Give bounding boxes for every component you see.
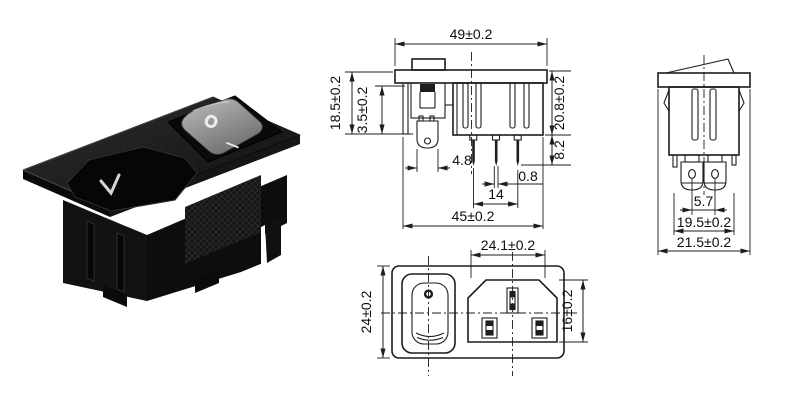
snap-clip <box>663 89 670 113</box>
faston-tab <box>416 120 439 149</box>
front-view-drawing: 24.1±0.2 24±0.2 16±0.2 <box>358 237 588 376</box>
dim-body-width: 45±0.2 <box>452 208 495 224</box>
end-view-drawing: 5.7 19.5±0.2 21.5±0.2 <box>657 55 751 255</box>
dim-pin-thickness: 0.8 <box>518 168 538 184</box>
switch-body-texture <box>185 175 261 264</box>
gap <box>261 225 265 269</box>
body-groove <box>116 232 125 293</box>
dim-inlet-height: 16±0.2 <box>559 289 575 332</box>
side-view-dimensions: 49±0.2 18.5±0.2 3.5±0.2 20.8±0.2 8.2 4.8… <box>327 26 571 229</box>
dim-flange-depth: 21.5±0.2 <box>677 234 732 250</box>
side-view-outline <box>394 52 548 174</box>
dim-terminal-pitch: 5.7 <box>694 193 714 209</box>
rocker-profile <box>665 58 735 74</box>
dim-panel-thickness: 3.5±0.2 <box>354 86 370 133</box>
dim-depth-below-panel: 18.5±0.2 <box>327 76 343 131</box>
front-view-outline <box>381 252 577 376</box>
body <box>668 86 740 156</box>
rocker-button <box>411 282 449 345</box>
mounting-foot <box>103 285 127 307</box>
pin-channel <box>523 82 530 129</box>
end-view-outline <box>657 55 751 195</box>
body-left-face <box>63 200 147 301</box>
dim-inlet-width: 24.1±0.2 <box>481 237 536 253</box>
end-view-dimensions: 5.7 19.5±0.2 21.5±0.2 <box>657 89 751 255</box>
flange-edge-highlight <box>22 96 214 171</box>
line-contact-slot <box>481 317 498 339</box>
terminal-hole <box>688 169 696 179</box>
front-view-dimensions: 24.1±0.2 24±0.2 16±0.2 <box>358 237 588 359</box>
panel-face <box>391 265 565 359</box>
terminal-hole <box>711 169 719 179</box>
rocker-highlight <box>192 101 230 112</box>
pin-channel <box>509 82 516 129</box>
flange <box>394 69 548 84</box>
switch-block <box>410 82 446 119</box>
body-groove <box>86 220 95 282</box>
dim-pin-pitch: 14 <box>488 186 504 202</box>
iec-inlet-recess <box>66 146 198 212</box>
rocker-switch[interactable]: O I <box>167 95 283 163</box>
mounting-foot <box>195 271 219 293</box>
side-view-drawing: 49±0.2 18.5±0.2 3.5±0.2 20.8±0.2 8.2 4.8… <box>327 26 571 229</box>
product-photo: O I <box>22 95 301 307</box>
snap-hook <box>265 217 281 263</box>
pin-stub <box>731 154 737 166</box>
pin-channel <box>462 82 469 129</box>
iec-inlet-opening <box>467 279 558 343</box>
dim-body-depth: 19.5±0.2 <box>677 214 732 230</box>
earth-pin-glint <box>99 173 121 196</box>
slot-wall <box>691 88 699 141</box>
switch-contact <box>420 84 435 92</box>
dim-pin-length: 8.2 <box>551 140 567 160</box>
snap-clip <box>738 89 745 113</box>
dim-tab-width: 4.8 <box>452 152 472 168</box>
dim-flange-width: 49±0.2 <box>450 26 493 42</box>
left-wall <box>402 82 409 135</box>
pin-stub <box>672 154 678 168</box>
flange-left-edge <box>23 170 110 217</box>
socket-body <box>63 175 287 307</box>
switch-bump <box>411 58 446 71</box>
solder-pins <box>472 140 520 166</box>
dim-overall-height: 20.8±0.2 <box>551 76 567 131</box>
tab-hole <box>423 137 432 145</box>
dim-overall-height: 24±0.2 <box>358 290 374 333</box>
slot-wall <box>709 88 717 141</box>
neutral-contact-slot <box>531 317 548 339</box>
pin-channel <box>475 82 482 129</box>
